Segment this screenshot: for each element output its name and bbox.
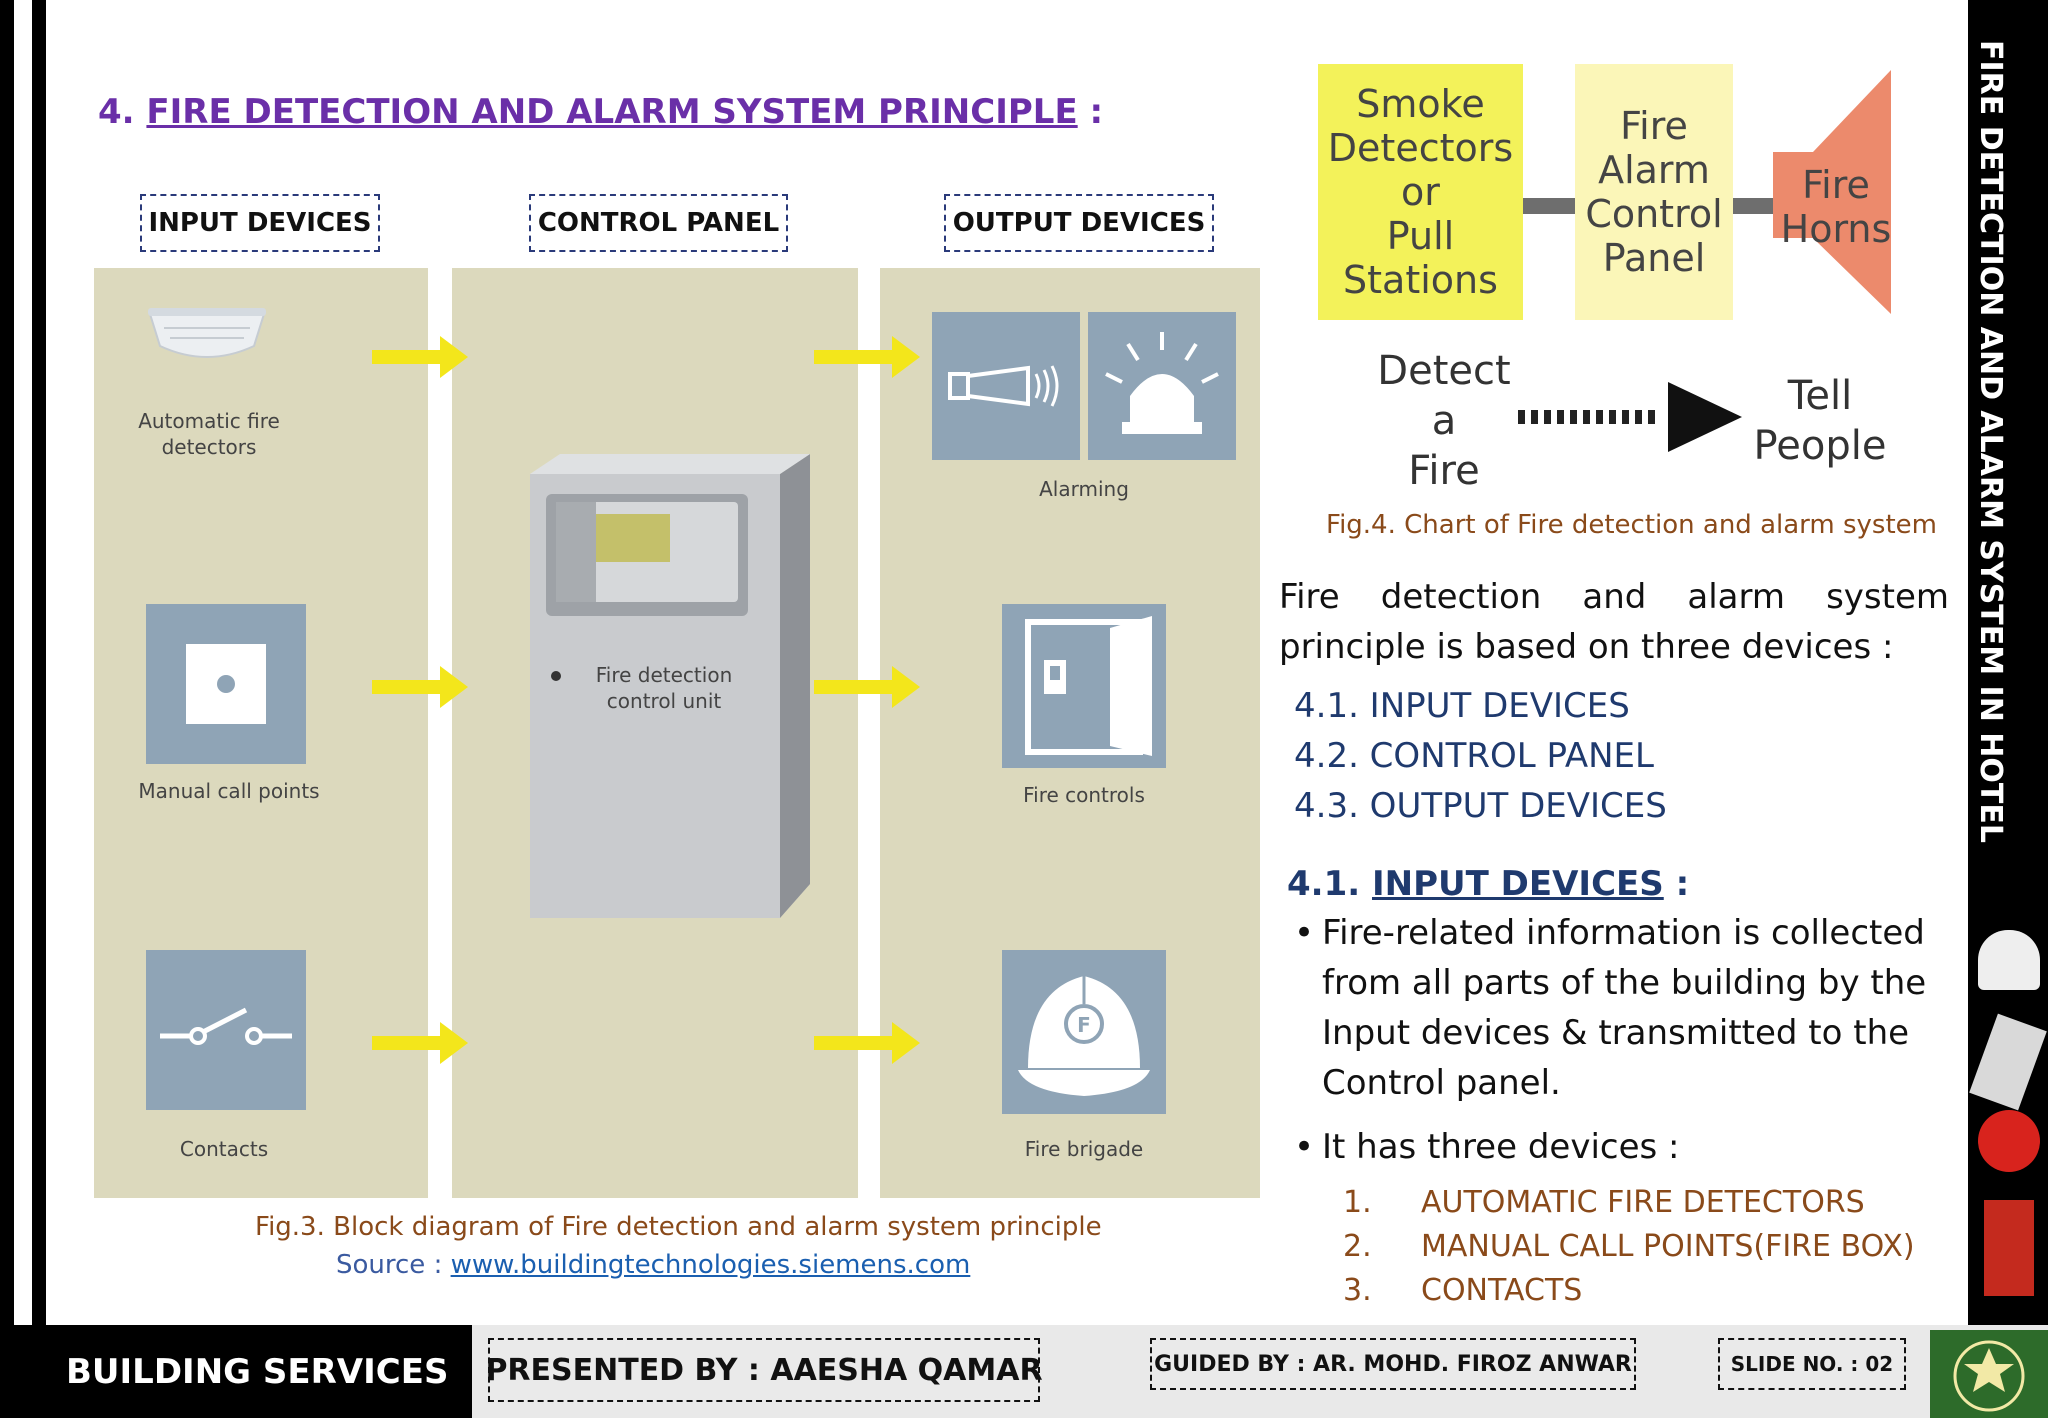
output-caption: Fire controls	[1023, 783, 1145, 807]
page-title: 4. FIRE DETECTION AND ALARM SYSTEM PRINC…	[98, 92, 1104, 132]
left-stripe	[0, 0, 14, 1325]
left-stripe	[32, 0, 46, 1325]
toc-item: 4.1. INPUT DEVICES	[1294, 686, 1630, 726]
slide-number-box: SLIDE NO. : 02	[1718, 1338, 1906, 1390]
presenter-box: PRESENTED BY : AAESHA QAMAR	[485, 1338, 1043, 1402]
device-number: 1.	[1343, 1185, 1372, 1220]
figure-caption: Fig.4. Chart of Fire detection and alarm…	[1326, 510, 1937, 540]
dotted-arrow-icon	[1518, 380, 1742, 454]
course-name: BUILDING SERVICES	[0, 1325, 472, 1418]
input-caption: Contacts	[179, 1137, 269, 1161]
input-caption: Automatic fire detectors	[138, 409, 280, 459]
side-band	[1968, 0, 2048, 1325]
control-unit-cabinet	[530, 454, 830, 918]
strobe-siren-icon	[1978, 1110, 2040, 1172]
arrow-right-icon	[372, 1022, 468, 1064]
guide-box: GUIDED BY : AR. MOHD. FIROZ ANWAR	[1150, 1338, 1636, 1390]
device-name: AUTOMATIC FIRE DETECTORS	[1421, 1185, 1865, 1220]
fire-horn-shape	[1773, 64, 1893, 320]
device-number: 3.	[1343, 1273, 1372, 1308]
chart-connector	[1523, 198, 1575, 214]
fire-horns-label: Fire Horns	[1780, 163, 1892, 251]
manual-call-point-icon	[146, 604, 306, 764]
toc-item: 4.2. CONTROL PANEL	[1294, 736, 1654, 776]
output-devices-label: OUTPUT DEVICES	[944, 194, 1214, 252]
device-number: 2.	[1343, 1229, 1372, 1264]
chart-connector	[1733, 198, 1773, 214]
source-link[interactable]: www.buildingtechnologies.siemens.com	[450, 1250, 971, 1280]
toc-item: 4.3. OUTPUT DEVICES	[1294, 786, 1667, 826]
firefighter-helmet-icon: F	[1002, 950, 1166, 1114]
side-title: FIRE DETECTION AND ALARM SYSTEM IN HOTEL	[1973, 40, 2008, 843]
fire-alarm-box-icon	[1969, 1013, 2047, 1111]
contact-switch-icon	[146, 950, 306, 1110]
detect-fire-label: Detect a Fire	[1377, 348, 1511, 494]
intro-paragraph: Fire detection and alarm system principl…	[1279, 577, 1949, 667]
tell-people-label: Tell People	[1753, 373, 1887, 469]
smoke-detectors-box: Smoke Detectors or Pull Stations	[1318, 64, 1523, 320]
arrow-right-icon	[814, 336, 920, 378]
input-devices-label: INPUT DEVICES	[140, 194, 380, 252]
smoke-detector-icon	[1978, 930, 2040, 990]
horn-icon	[932, 312, 1080, 460]
arrow-right-icon	[372, 336, 468, 378]
section-heading: 4.1. INPUT DEVICES :	[1287, 864, 1690, 904]
bullet-item: • Fire-related information is collected …	[1294, 913, 1927, 1103]
block-diagram: Automatic fire detectors Manual call poi…	[94, 268, 1260, 1198]
control-panel-label: CONTROL PANEL	[529, 194, 788, 252]
university-logo-icon	[1930, 1330, 2048, 1418]
bullet-item: • It has three devices :	[1294, 1127, 1680, 1167]
device-name: CONTACTS	[1421, 1273, 1583, 1308]
arrow-right-icon	[814, 1022, 920, 1064]
figure-source: Source : www.buildingtechnologies.siemen…	[336, 1250, 971, 1280]
control-unit-caption: Fire detection control unit	[595, 663, 733, 713]
beacon-light-icon	[1088, 312, 1236, 460]
smoke-detector-icon	[144, 306, 270, 370]
output-caption: Fire brigade	[1024, 1137, 1144, 1161]
control-panel-box: Fire Alarm Control Panel	[1575, 64, 1733, 320]
output-caption: Alarming	[1039, 477, 1129, 501]
svg-text:F: F	[1077, 1013, 1091, 1037]
input-caption: Manual call points	[138, 779, 320, 803]
arrow-right-icon	[814, 666, 920, 708]
arrow-right-icon	[372, 666, 468, 708]
fire-door-icon	[1002, 604, 1166, 768]
figure-caption: Fig.3. Block diagram of Fire detection a…	[255, 1212, 1102, 1242]
device-name: MANUAL CALL POINTS(FIRE BOX)	[1421, 1229, 1915, 1264]
manual-call-point-icon	[1984, 1200, 2034, 1296]
